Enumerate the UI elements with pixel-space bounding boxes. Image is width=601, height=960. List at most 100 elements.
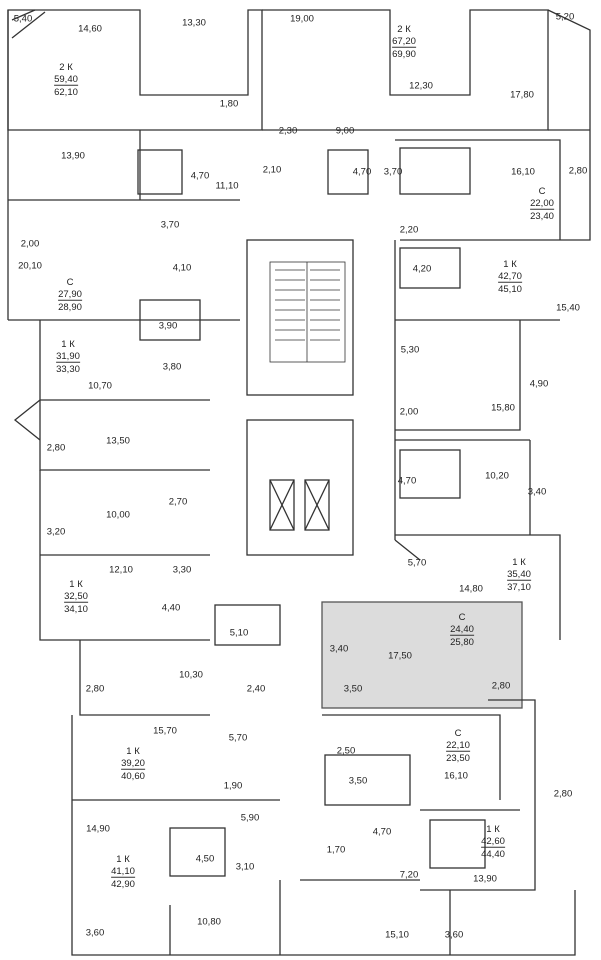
apartment-type: 1 К	[126, 745, 140, 757]
room-area-label: 3,70	[160, 219, 180, 231]
room-area-label: 16,10	[511, 166, 535, 178]
room-area-label: 3,30	[172, 564, 192, 576]
room-area-label: 3,80	[162, 361, 182, 373]
room-area-label: 19,00	[290, 13, 314, 25]
room-area-label: 12,30	[409, 80, 433, 92]
apartment-total-area: 23,50	[446, 750, 470, 764]
room-area-label: 13,50	[106, 435, 130, 447]
room-area-label: 3,50	[348, 775, 368, 787]
room-area-label: 15,10	[385, 929, 409, 941]
room-area-label: 10,80	[197, 916, 221, 928]
room-area-label: 2,10	[262, 164, 282, 176]
apartment-type: 1 К	[116, 853, 130, 865]
room-area-label: 4,90	[529, 378, 549, 390]
room-area-label: 3,70	[383, 166, 403, 178]
room-area-label: 13,30	[182, 17, 206, 29]
room-area-label: 12,10	[109, 564, 133, 576]
apartment-label: С 22,10 23,50	[446, 728, 470, 765]
room-area-label: 4,70	[352, 166, 372, 178]
room-area-label: 3,10	[235, 861, 255, 873]
room-area-label: 5,70	[228, 732, 248, 744]
room-area-label: 14,80	[459, 583, 483, 595]
room-area-label: 1,70	[326, 844, 346, 856]
apartment-living-area: 41,10	[111, 865, 135, 877]
room-area-label: 15,40	[556, 302, 580, 314]
room-area-label: 5,40	[13, 13, 33, 25]
apartment-type: 2 К	[397, 23, 411, 35]
room-area-label: 4,10	[172, 262, 192, 274]
apartment-living-area: 31,90	[56, 350, 80, 362]
room-area-label: 2,80	[553, 788, 573, 800]
room-area-label: 2,80	[491, 680, 511, 692]
apartment-total-area: 40,60	[121, 768, 145, 782]
apartment-label: 1 К 42,70 45,10	[498, 259, 522, 296]
apartment-type: 1 К	[69, 578, 83, 590]
apartment-total-area: 37,10	[507, 579, 531, 593]
room-area-label: 4,70	[190, 170, 210, 182]
room-area-label: 3,60	[444, 929, 464, 941]
room-area-label: 17,80	[510, 89, 534, 101]
room-area-label: 17,50	[388, 650, 412, 662]
apartment-label: С 22,00 23,40	[530, 186, 554, 223]
room-area-label: 4,40	[161, 602, 181, 614]
apartment-living-area: 32,50	[64, 590, 88, 602]
apartment-type: 1 К	[61, 338, 75, 350]
apartment-total-area: 33,30	[56, 361, 80, 375]
apartment-living-area: 42,60	[481, 835, 505, 847]
apartment-label: 1 К 42,60 44,40	[481, 824, 505, 861]
room-area-label: 3,90	[158, 320, 178, 332]
apartment-type: 1 К	[512, 556, 526, 568]
room-area-label: 2,70	[168, 496, 188, 508]
apartment-type: С	[454, 727, 462, 739]
room-area-label: 2,30	[278, 125, 298, 137]
apartment-living-area: 22,00	[530, 197, 554, 209]
apartment-total-area: 69,90	[392, 46, 416, 60]
room-area-label: 7,20	[399, 869, 419, 881]
apartment-total-area: 25,80	[450, 634, 474, 648]
apartment-total-area: 34,10	[64, 601, 88, 615]
room-area-label: 15,80	[491, 402, 515, 414]
apartment-type: С	[538, 185, 546, 197]
apartment-label: С 24,40 25,80	[450, 612, 474, 649]
highlighted-apartment	[321, 601, 523, 709]
apartment-label: 2 К 59,40 62,10	[54, 62, 78, 99]
apartment-label: 1 К 31,90 33,30	[56, 339, 80, 376]
apartment-living-area: 67,20	[392, 35, 416, 47]
room-area-label: 4,70	[372, 826, 392, 838]
room-area-label: 2,40	[246, 683, 266, 695]
room-area-label: 13,90	[61, 150, 85, 162]
apartment-living-area: 35,40	[507, 568, 531, 580]
apartment-total-area: 28,90	[58, 299, 82, 313]
apartment-label: 1 К 32,50 34,10	[64, 579, 88, 616]
room-area-label: 5,30	[400, 344, 420, 356]
room-area-label: 4,20	[412, 263, 432, 275]
room-area-label: 10,00	[106, 509, 130, 521]
room-area-label: 14,90	[86, 823, 110, 835]
room-area-label: 10,30	[179, 669, 203, 681]
room-area-label: 3,40	[329, 643, 349, 655]
apartment-label: С 27,90 28,90	[58, 277, 82, 314]
room-area-label: 2,00	[399, 406, 419, 418]
room-area-label: 3,40	[527, 486, 547, 498]
room-area-label: 4,70	[397, 475, 417, 487]
apartment-living-area: 59,40	[54, 73, 78, 85]
room-area-label: 5,20	[555, 11, 575, 23]
apartment-label: 1 К 35,40 37,10	[507, 557, 531, 594]
apartment-type: 1 К	[503, 258, 517, 270]
room-area-label: 15,70	[153, 725, 177, 737]
apartment-living-area: 39,20	[121, 757, 145, 769]
room-area-label: 2,80	[568, 165, 588, 177]
room-area-label: 9,00	[335, 125, 355, 137]
apartment-total-area: 62,10	[54, 84, 78, 98]
room-area-label: 4,50	[195, 853, 215, 865]
apartment-living-area: 24,40	[450, 623, 474, 635]
apartment-label: 1 К 41,10 42,90	[111, 854, 135, 891]
apartment-total-area: 42,90	[111, 876, 135, 890]
room-area-label: 2,50	[336, 745, 356, 757]
room-area-label: 14,60	[78, 23, 102, 35]
room-area-label: 11,10	[215, 180, 239, 192]
apartment-type: С	[458, 611, 466, 623]
apartment-total-area: 45,10	[498, 281, 522, 295]
